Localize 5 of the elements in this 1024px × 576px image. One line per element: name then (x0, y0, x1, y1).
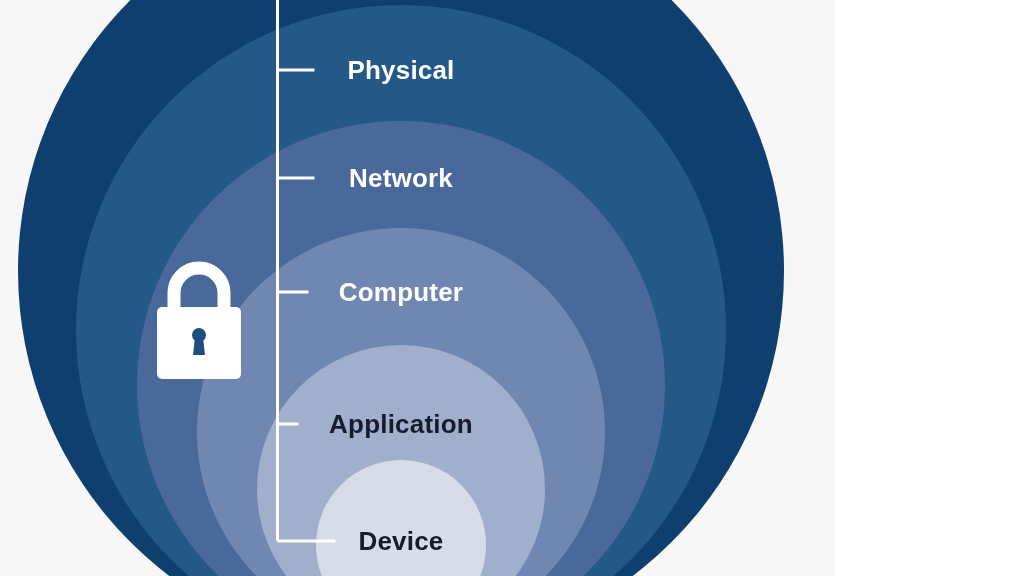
layer-label: Device (358, 526, 444, 556)
layer-label: Computer (338, 277, 464, 307)
layer-label: Network (349, 163, 453, 193)
layer-label: Application (329, 409, 473, 439)
layer-label: Physical (347, 55, 455, 85)
